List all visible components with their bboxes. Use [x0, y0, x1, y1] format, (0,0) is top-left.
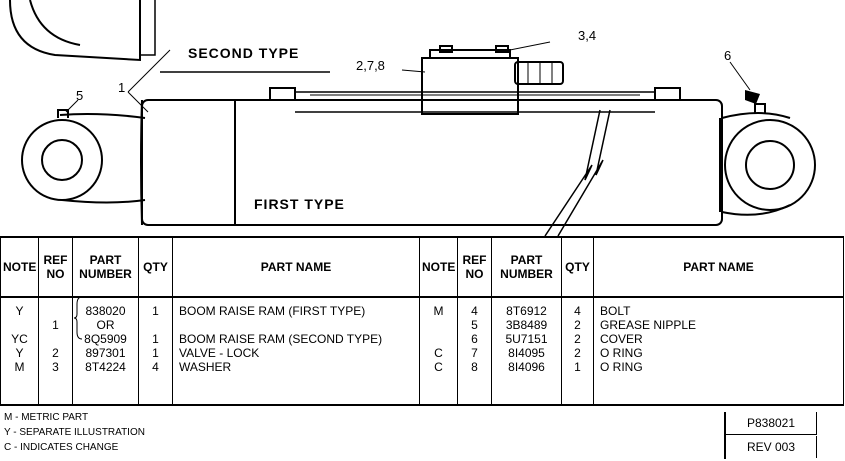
header-part-number: PART NUMBER — [72, 236, 139, 298]
callout-3-4: 3,4 — [578, 28, 597, 43]
header-part-number: PART NUMBER — [491, 236, 562, 298]
parts-table: NOTE REF NO PART NUMBER QTY PART NAME NO… — [0, 236, 844, 406]
document-box: P838021 REV 003 — [724, 412, 844, 459]
left-part-names: BOOM RAISE RAM (FIRST TYPE)BOOM RAISE RA… — [172, 297, 420, 406]
ref-bracket — [74, 296, 83, 340]
callout-6: 6 — [724, 48, 732, 63]
callout-1: 1 — [118, 80, 126, 95]
header-ref-no: REF NO — [457, 236, 492, 298]
legend-change: C - INDICATES CHANGE — [4, 442, 119, 453]
legend: M - METRIC PART Y - SEPARATE ILLUSTRATIO… — [4, 410, 145, 455]
first-type-label: FIRST TYPE — [254, 196, 345, 212]
callout-5: 5 — [76, 88, 84, 103]
legend-metric: M - METRIC PART — [4, 412, 89, 423]
second-type-label: SECOND TYPE — [188, 45, 300, 61]
header-qty: QTY — [561, 236, 594, 298]
header-part-name: PART NAME — [593, 236, 844, 298]
document-number: P838021 — [726, 412, 817, 435]
legend-separate-illustration: Y - SEPARATE ILLUSTRATION — [4, 427, 145, 438]
table-header-row: NOTE REF NO PART NUMBER QTY PART NAME NO… — [0, 236, 844, 298]
boom-raise-ram-illustration — [9, 0, 816, 236]
header-ref-no: REF NO — [38, 236, 73, 298]
document-revision: REV 003 — [726, 436, 817, 458]
header-part-name: PART NAME — [172, 236, 420, 298]
header-note: NOTE — [419, 236, 458, 298]
header-qty: QTY — [138, 236, 173, 298]
header-note: NOTE — [0, 236, 39, 298]
callout-2-7-8: 2,7,8 — [356, 58, 385, 73]
